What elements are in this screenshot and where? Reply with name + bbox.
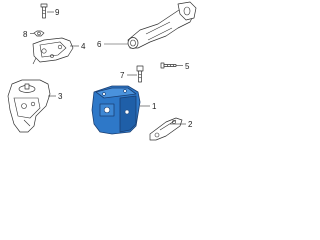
parts-diagram: 9 8 4 3 6 (0, 0, 200, 147)
stud-bolt-part (160, 62, 177, 69)
callout-1: 1 (152, 102, 157, 111)
left-mount-part (7, 79, 51, 133)
nut-part (33, 30, 45, 37)
transmission-mount-part (91, 85, 141, 135)
callout-9: 9 (55, 8, 60, 17)
bolt-right-part (136, 65, 144, 83)
callout-3: 3 (58, 92, 63, 101)
callout-2: 2 (188, 120, 193, 129)
callout-8: 8 (23, 30, 28, 39)
torque-rod-part (127, 1, 197, 49)
callout-7: 7 (120, 71, 125, 80)
callout-4: 4 (81, 42, 86, 51)
callout-5: 5 (185, 62, 190, 71)
lower-bracket-part (149, 117, 183, 141)
callout-6: 6 (97, 40, 102, 49)
upper-bracket-part (32, 37, 74, 65)
bolt-top-part (40, 3, 48, 19)
diagram-svg: 9 8 4 3 6 (7, 1, 197, 141)
